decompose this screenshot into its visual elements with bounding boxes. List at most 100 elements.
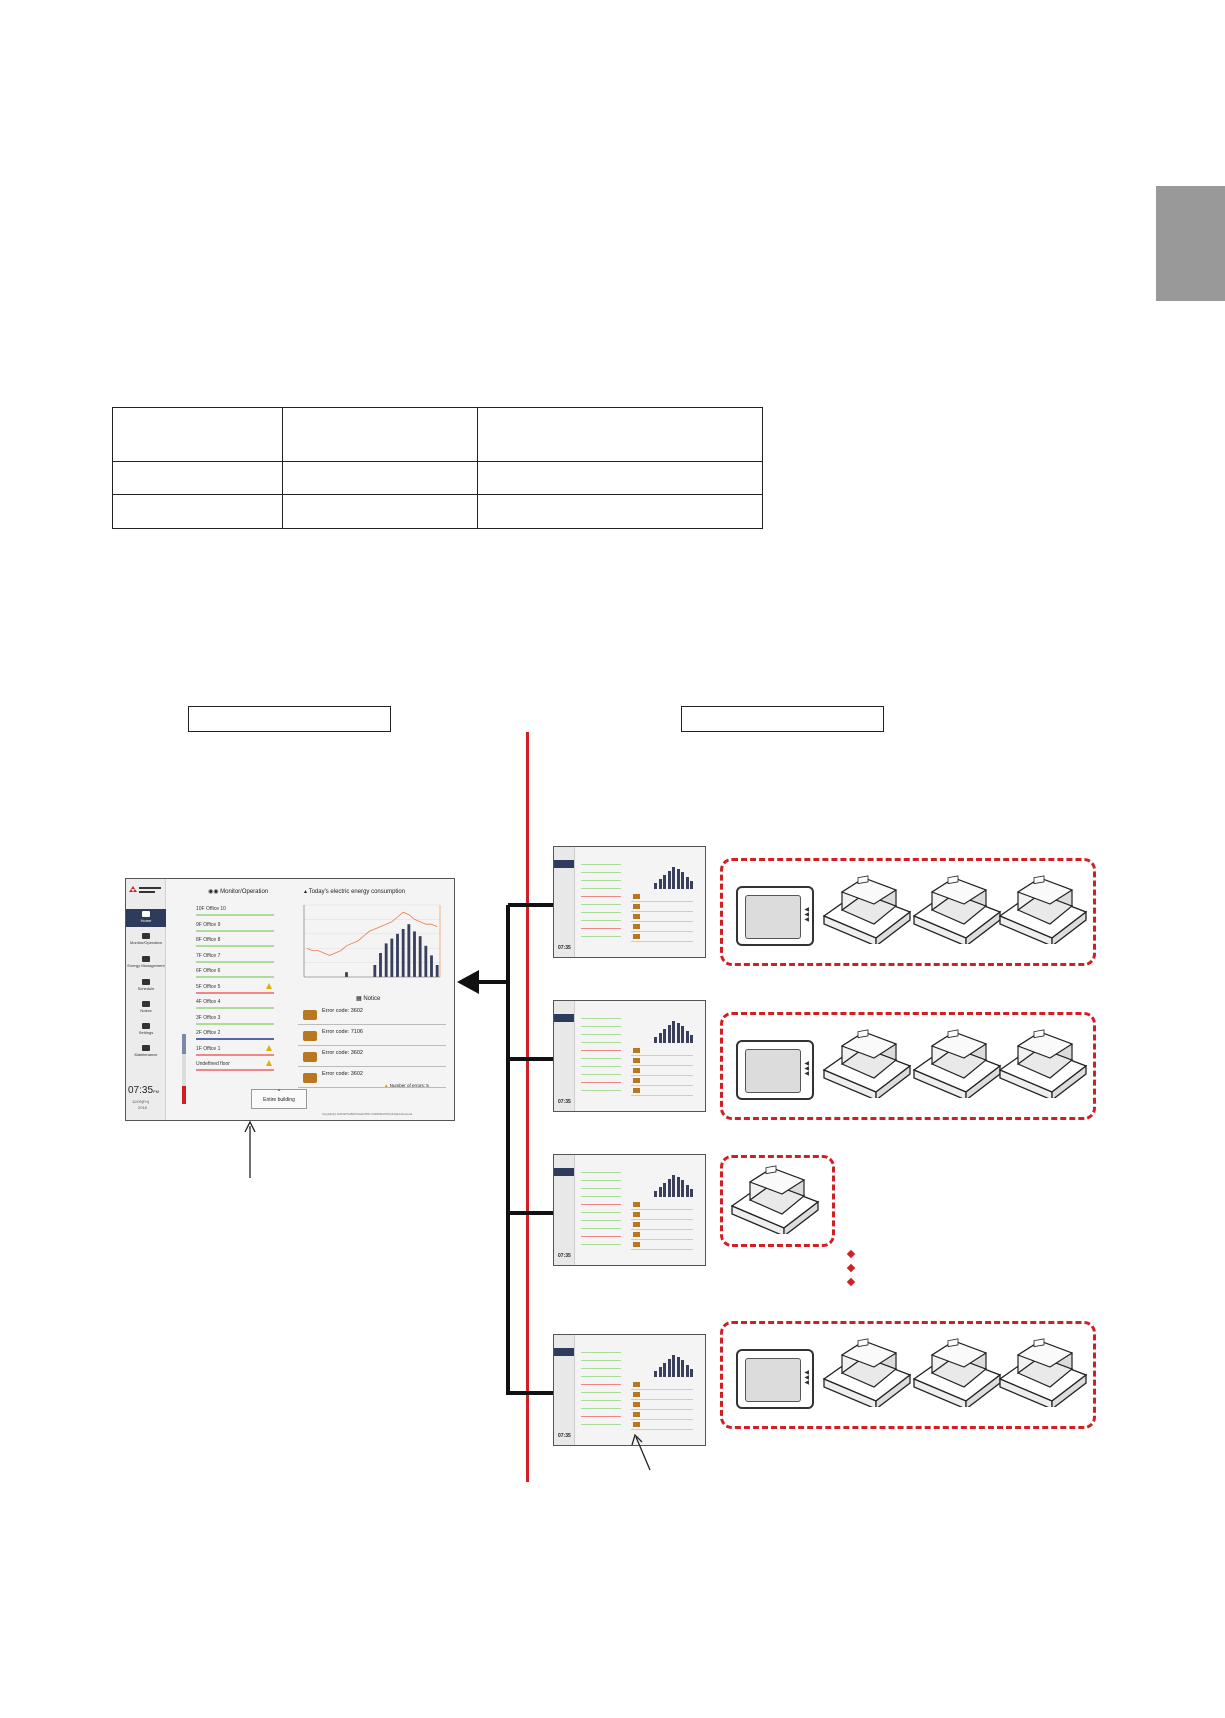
mini-screen: 07:35 bbox=[553, 846, 706, 958]
sidebar-item[interactable]: Maintenance bbox=[126, 1043, 166, 1061]
sidebar-item[interactable]: Energy Management bbox=[126, 954, 166, 972]
energy-title: ▴ Today's electric energy consumption bbox=[304, 889, 406, 895]
floor-item[interactable]: 4F Office 4 bbox=[196, 998, 274, 1009]
table-cell bbox=[113, 462, 283, 494]
sidebar-item[interactable]: Monitor/Operation bbox=[126, 931, 166, 949]
sidebar-item[interactable]: Schedule bbox=[126, 977, 166, 995]
controller-unit bbox=[822, 872, 912, 948]
error-code: Error code: 3602 bbox=[322, 1050, 363, 1056]
mini-screen: 07:35 bbox=[553, 1154, 706, 1266]
controller-unit bbox=[822, 1026, 912, 1102]
errors-count: ▲ Number of errors: 5 bbox=[384, 1083, 429, 1088]
table-cell bbox=[113, 408, 283, 461]
brand-logo bbox=[129, 883, 163, 893]
error-code: Error code: 3602 bbox=[322, 1071, 363, 1077]
floor-label: 5F Office 5 bbox=[196, 983, 221, 990]
floor-item[interactable]: 6F Office 6 bbox=[196, 967, 274, 978]
chart-bar bbox=[401, 929, 405, 977]
notice-item[interactable]: Error code: 3602 bbox=[298, 1007, 446, 1025]
floor-label: 1F Office 1 bbox=[196, 1045, 221, 1052]
floor-label: 6F Office 6 bbox=[196, 968, 221, 974]
device-group-3 bbox=[720, 1155, 835, 1247]
floor-item[interactable]: 9F Office 9 bbox=[196, 921, 274, 932]
notice-item[interactable]: Error code: 3602 bbox=[298, 1070, 446, 1088]
warning-icon bbox=[266, 1044, 272, 1051]
floor-item[interactable]: 3F Office 3 bbox=[196, 1014, 274, 1025]
table-cell bbox=[283, 495, 478, 528]
controller-unit bbox=[998, 1026, 1088, 1102]
notice-icon: ▦ bbox=[356, 996, 362, 1002]
more-dot bbox=[846, 1249, 856, 1259]
floor-item[interactable]: 1F Office 1 bbox=[196, 1044, 274, 1056]
warning-icon: ▲ bbox=[384, 1083, 389, 1088]
floor-item[interactable]: 5F Office 5 bbox=[196, 982, 274, 994]
controller-unit bbox=[912, 1026, 1002, 1102]
chart-bar bbox=[379, 953, 382, 977]
floor-label: 3F Office 3 bbox=[196, 1014, 221, 1021]
notice-item[interactable]: Error code: 7106 bbox=[298, 1028, 446, 1046]
table-cell bbox=[478, 408, 762, 461]
table-cell bbox=[283, 408, 478, 461]
floor-label: 8F Office 8 bbox=[196, 937, 221, 943]
floor-label: Undefined floor bbox=[196, 1061, 230, 1067]
table-row bbox=[113, 408, 762, 462]
sidebar-item-label: Settings bbox=[138, 1030, 154, 1035]
copyright: Copyright(C) 2018 MITSUBISHI ELECTRIC CO… bbox=[322, 1113, 413, 1116]
chart-bar bbox=[384, 943, 388, 977]
controller-unit bbox=[998, 872, 1088, 948]
energy-chart bbox=[303, 904, 441, 978]
network-connector bbox=[457, 903, 555, 1395]
entire-building-button[interactable]: ⌃ Entire building bbox=[251, 1089, 307, 1109]
sidebar-item-label: Maintenance bbox=[134, 1052, 158, 1057]
maintenance-icon bbox=[142, 1045, 150, 1051]
floor-gauge bbox=[182, 1034, 186, 1104]
mini-clock: 07:35 bbox=[558, 1099, 571, 1105]
controller-unit bbox=[730, 1162, 820, 1238]
notice-item[interactable]: Error code: 3602 bbox=[298, 1049, 446, 1067]
notice-icon bbox=[142, 1001, 150, 1007]
notice-title: ▦ Notice bbox=[356, 996, 381, 1002]
divider-line bbox=[526, 732, 529, 1482]
sidebar-item-label: Notice bbox=[140, 1008, 152, 1013]
pointer-arrow bbox=[631, 1433, 651, 1471]
energy-icon bbox=[142, 956, 150, 962]
error-icon bbox=[303, 1031, 317, 1041]
chart-bar bbox=[396, 933, 399, 977]
right-label-box bbox=[681, 706, 884, 732]
mini-screen: 07:35 bbox=[553, 1000, 706, 1112]
tablet-controller: ◀◀◀ bbox=[736, 886, 814, 946]
mini-sidebar bbox=[554, 847, 575, 957]
more-dot bbox=[846, 1277, 856, 1287]
mini-sidebar bbox=[554, 1335, 575, 1445]
pointer-arrow bbox=[244, 1120, 256, 1178]
floor-item[interactable]: 8F Office 8 bbox=[196, 936, 274, 947]
chart-bar bbox=[373, 965, 377, 977]
chart-bar bbox=[424, 945, 428, 977]
mini-chart bbox=[654, 1175, 694, 1197]
floor-item[interactable]: 10F Office 10 bbox=[196, 905, 274, 916]
chapter-tab bbox=[1156, 186, 1225, 301]
table-cell bbox=[283, 462, 478, 494]
floor-item[interactable]: 7F Office 7 bbox=[196, 952, 274, 963]
chart-bar bbox=[418, 936, 422, 977]
floor-item[interactable]: Undefined floor bbox=[196, 1060, 274, 1071]
sidebar-item[interactable]: Home bbox=[126, 909, 166, 927]
sidebar-item[interactable]: Settings bbox=[126, 1021, 166, 1039]
table-cell bbox=[113, 495, 283, 528]
warning-icon bbox=[266, 1060, 272, 1066]
gear-icon bbox=[142, 1023, 150, 1029]
chart-bar bbox=[430, 955, 433, 977]
chart-bar bbox=[435, 965, 439, 977]
sidebar-item[interactable]: Notice bbox=[126, 999, 166, 1017]
floor-item[interactable]: 2F Office 2 bbox=[196, 1029, 274, 1040]
schedule-icon bbox=[142, 979, 150, 985]
mini-clock: 07:35 bbox=[558, 945, 571, 951]
table-row bbox=[113, 462, 762, 495]
floor-label: 4F Office 4 bbox=[196, 999, 221, 1005]
energy-icon: ▴ bbox=[304, 889, 308, 895]
error-icon bbox=[303, 1010, 317, 1020]
clock-year: 2018 bbox=[138, 1105, 147, 1110]
chart-bar bbox=[407, 924, 411, 977]
